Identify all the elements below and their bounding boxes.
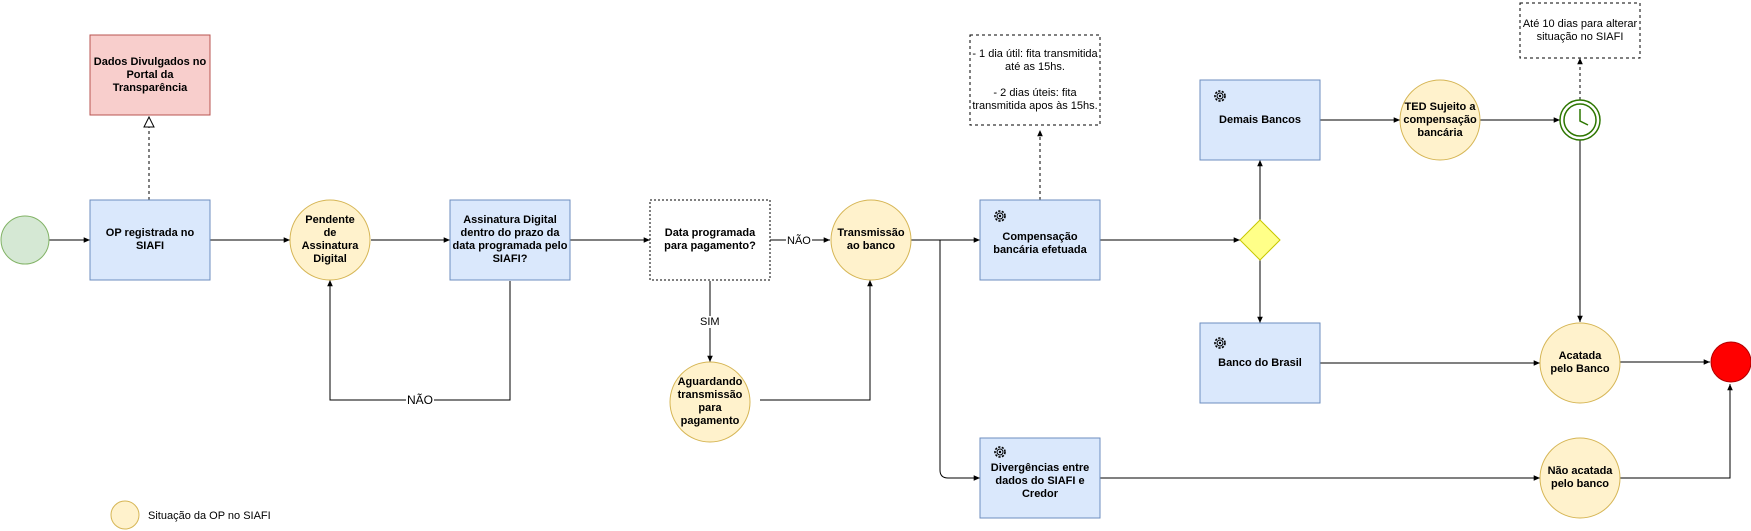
pendente-state [289, 199, 371, 281]
edges [49, 58, 1733, 481]
nota-10-dias-box [1519, 2, 1641, 59]
nota-prazo-label: - 1 dia útil: fita transmitida até as 15… [972, 47, 1098, 112]
timer-event-icon [1559, 99, 1601, 141]
acatada-label: Acatada pelo Banco [1550, 350, 1610, 375]
legend-state-swatch [110, 500, 140, 530]
data-programada-box [649, 199, 771, 281]
compensacao-label: Compensação bancária efetuada [993, 231, 1087, 256]
edge-label-nao: NÃO [786, 235, 812, 247]
edge-transmissao-to-divergencias [939, 240, 980, 481]
transmissao-label: Transmissão ao banco [837, 227, 905, 252]
ted-state [1399, 79, 1481, 161]
portal-box [89, 34, 211, 116]
nao-acatada-label: Não acatada pelo banco [1547, 465, 1613, 490]
exclusive-gateway [1239, 219, 1281, 261]
edge-assinatura-loop-nao [327, 280, 511, 401]
nota-prazo-box [969, 34, 1101, 126]
demais-bancos-label: Demais Bancos [1219, 113, 1301, 126]
op-registrada-label: OP registrada no SIAFI [105, 227, 195, 252]
assinatura-box [449, 199, 571, 281]
banco-brasil-label: Banco do Brasil [1218, 356, 1302, 369]
start-event [0, 215, 50, 265]
divergencias-label: Divergências entre dados do SIAFI e Cred… [990, 461, 1090, 500]
pendente-label: Pendente de Assinatura Digital [301, 214, 359, 265]
transmissao-state [830, 199, 912, 281]
edge-naoacatada-to-end [1620, 384, 1733, 479]
banco-brasil-box [1199, 322, 1321, 404]
aguardando-state [669, 361, 751, 443]
edge-label-nao-loop: NÃO [406, 393, 435, 407]
ted-label: TED Sujeito a compensação bancária [1403, 100, 1477, 139]
assinatura-label: Assinatura Digital dentro do prazo da da… [452, 214, 568, 265]
edge-aguardando-to-transmissao [760, 280, 873, 401]
legend-label: Situação da OP no SIAFI [148, 510, 271, 522]
portal-label: Dados Divulgados no Portal da Transparên… [93, 55, 207, 94]
nao-acatada-state [1539, 437, 1621, 519]
end-event [1710, 341, 1751, 383]
nota-10-dias-label: Até 10 dias para alterar situação no SIA… [1522, 17, 1638, 43]
op-registrada-box [89, 199, 211, 281]
acatada-state [1539, 322, 1621, 404]
edge-label-sim: SIM [699, 316, 721, 328]
aguardando-label: Aguardando transmissão para pagamento [677, 376, 743, 427]
data-programada-label: Data programada para pagamento? [664, 227, 756, 252]
